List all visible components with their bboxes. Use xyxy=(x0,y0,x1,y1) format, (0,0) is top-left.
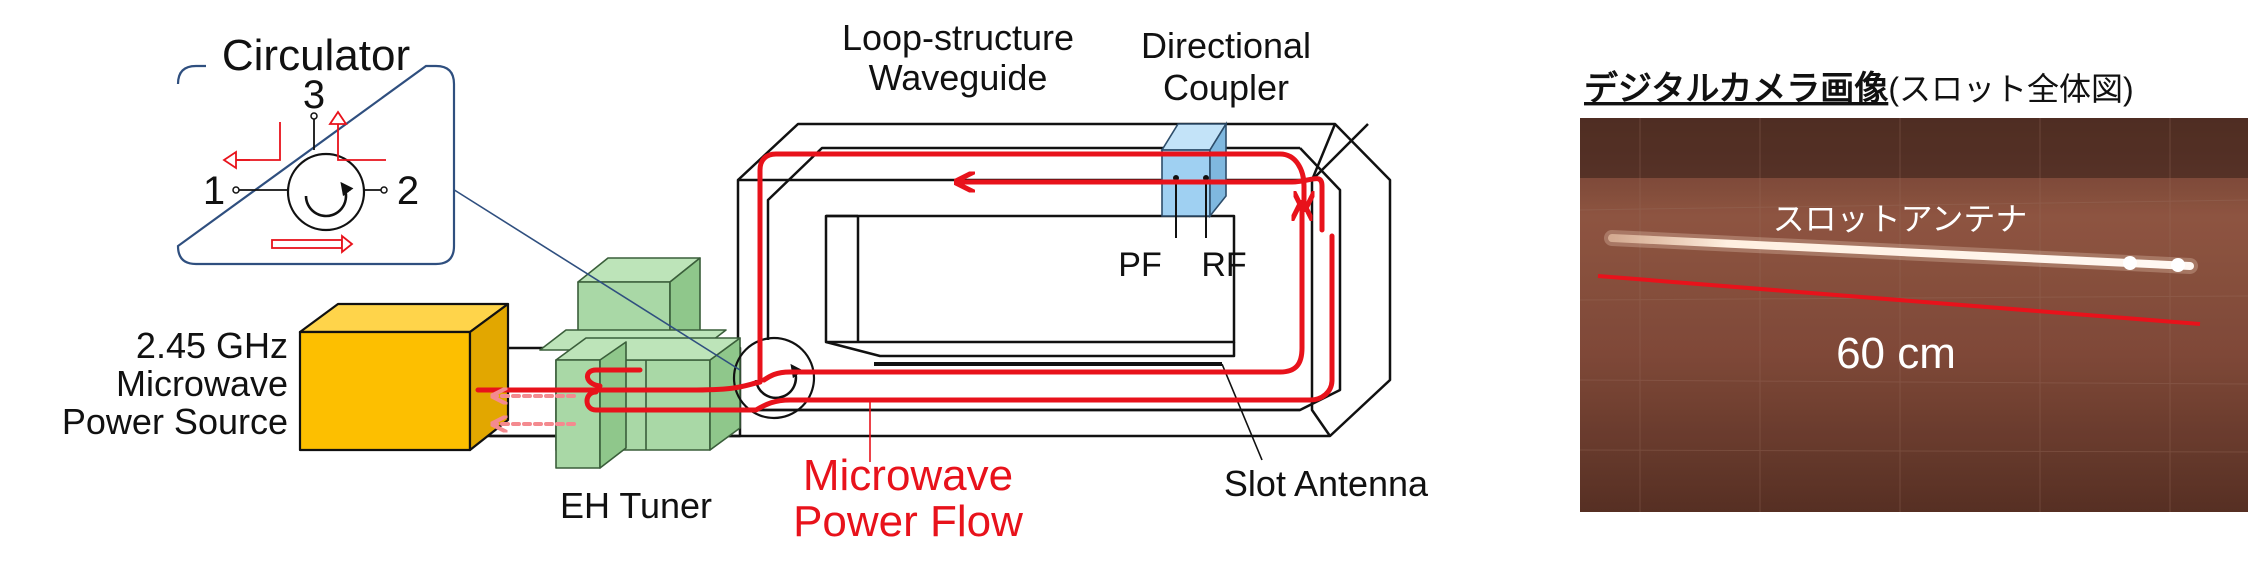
loop-waveguide xyxy=(490,122,1392,438)
rf-label: RF xyxy=(1201,246,1246,284)
photo-length-label: 60 cm xyxy=(1836,329,1956,378)
power-source xyxy=(298,302,510,452)
waveguide-depth-right xyxy=(1310,123,1337,437)
photo-caption-rest: (スロット全体図) xyxy=(1888,71,2133,107)
flow-forward xyxy=(475,379,763,393)
power-source-label-2: Microwave xyxy=(116,363,288,404)
microwave-flow xyxy=(475,151,1335,413)
port-3-label: 3 xyxy=(303,73,325,117)
photo xyxy=(1579,118,2248,512)
circulator-inset xyxy=(176,64,456,266)
coupler-label-1: Directional xyxy=(1141,25,1311,66)
port-2-label: 2 xyxy=(397,169,419,213)
photo-caption-bold: デジタルカメラ画像 xyxy=(1584,69,1888,108)
waveguide-label-1: Loop-structure xyxy=(842,17,1074,58)
slot-antenna-leader xyxy=(1221,363,1263,461)
flow-loop-left xyxy=(757,151,1304,385)
flow-loop-right xyxy=(617,233,1335,413)
power-source-label-1: 2.45 GHz xyxy=(136,325,288,366)
waveguide-label-2: Waveguide xyxy=(869,57,1048,98)
inset-leader xyxy=(447,185,741,371)
flow-bottom-return xyxy=(761,369,1283,383)
pf-label: PF xyxy=(1118,246,1161,284)
photo-caption: デジタルカメラ画像(スロット全体図) xyxy=(1584,69,2134,108)
circulator-symbol xyxy=(732,336,816,420)
circulator-title: Circulator xyxy=(222,31,410,80)
waveguide-inner-top xyxy=(766,146,1300,340)
flow-loop-top-return xyxy=(958,179,1325,233)
eh-tuner-label: EH Tuner xyxy=(560,485,712,526)
photo-antenna-label: スロットアンテナ xyxy=(1773,201,2028,237)
flow-label-1: Microwave xyxy=(803,451,1013,500)
flow-right-up xyxy=(1277,204,1302,375)
photo-slot-beam xyxy=(1608,234,2194,270)
waveguide-inner-window xyxy=(824,214,1236,344)
photo-length-line xyxy=(1597,274,2201,326)
slot-antenna-label: Slot Antenna xyxy=(1224,463,1429,504)
reflected-flow xyxy=(494,396,576,424)
coupler-label-2: Coupler xyxy=(1163,67,1289,108)
eh-tuner xyxy=(539,257,741,469)
flow-label-2: Power Flow xyxy=(793,497,1023,546)
port-1-label: 1 xyxy=(203,169,225,213)
waveguide-inner-floor xyxy=(825,340,1236,358)
power-source-label-3: Power Source xyxy=(62,401,288,442)
